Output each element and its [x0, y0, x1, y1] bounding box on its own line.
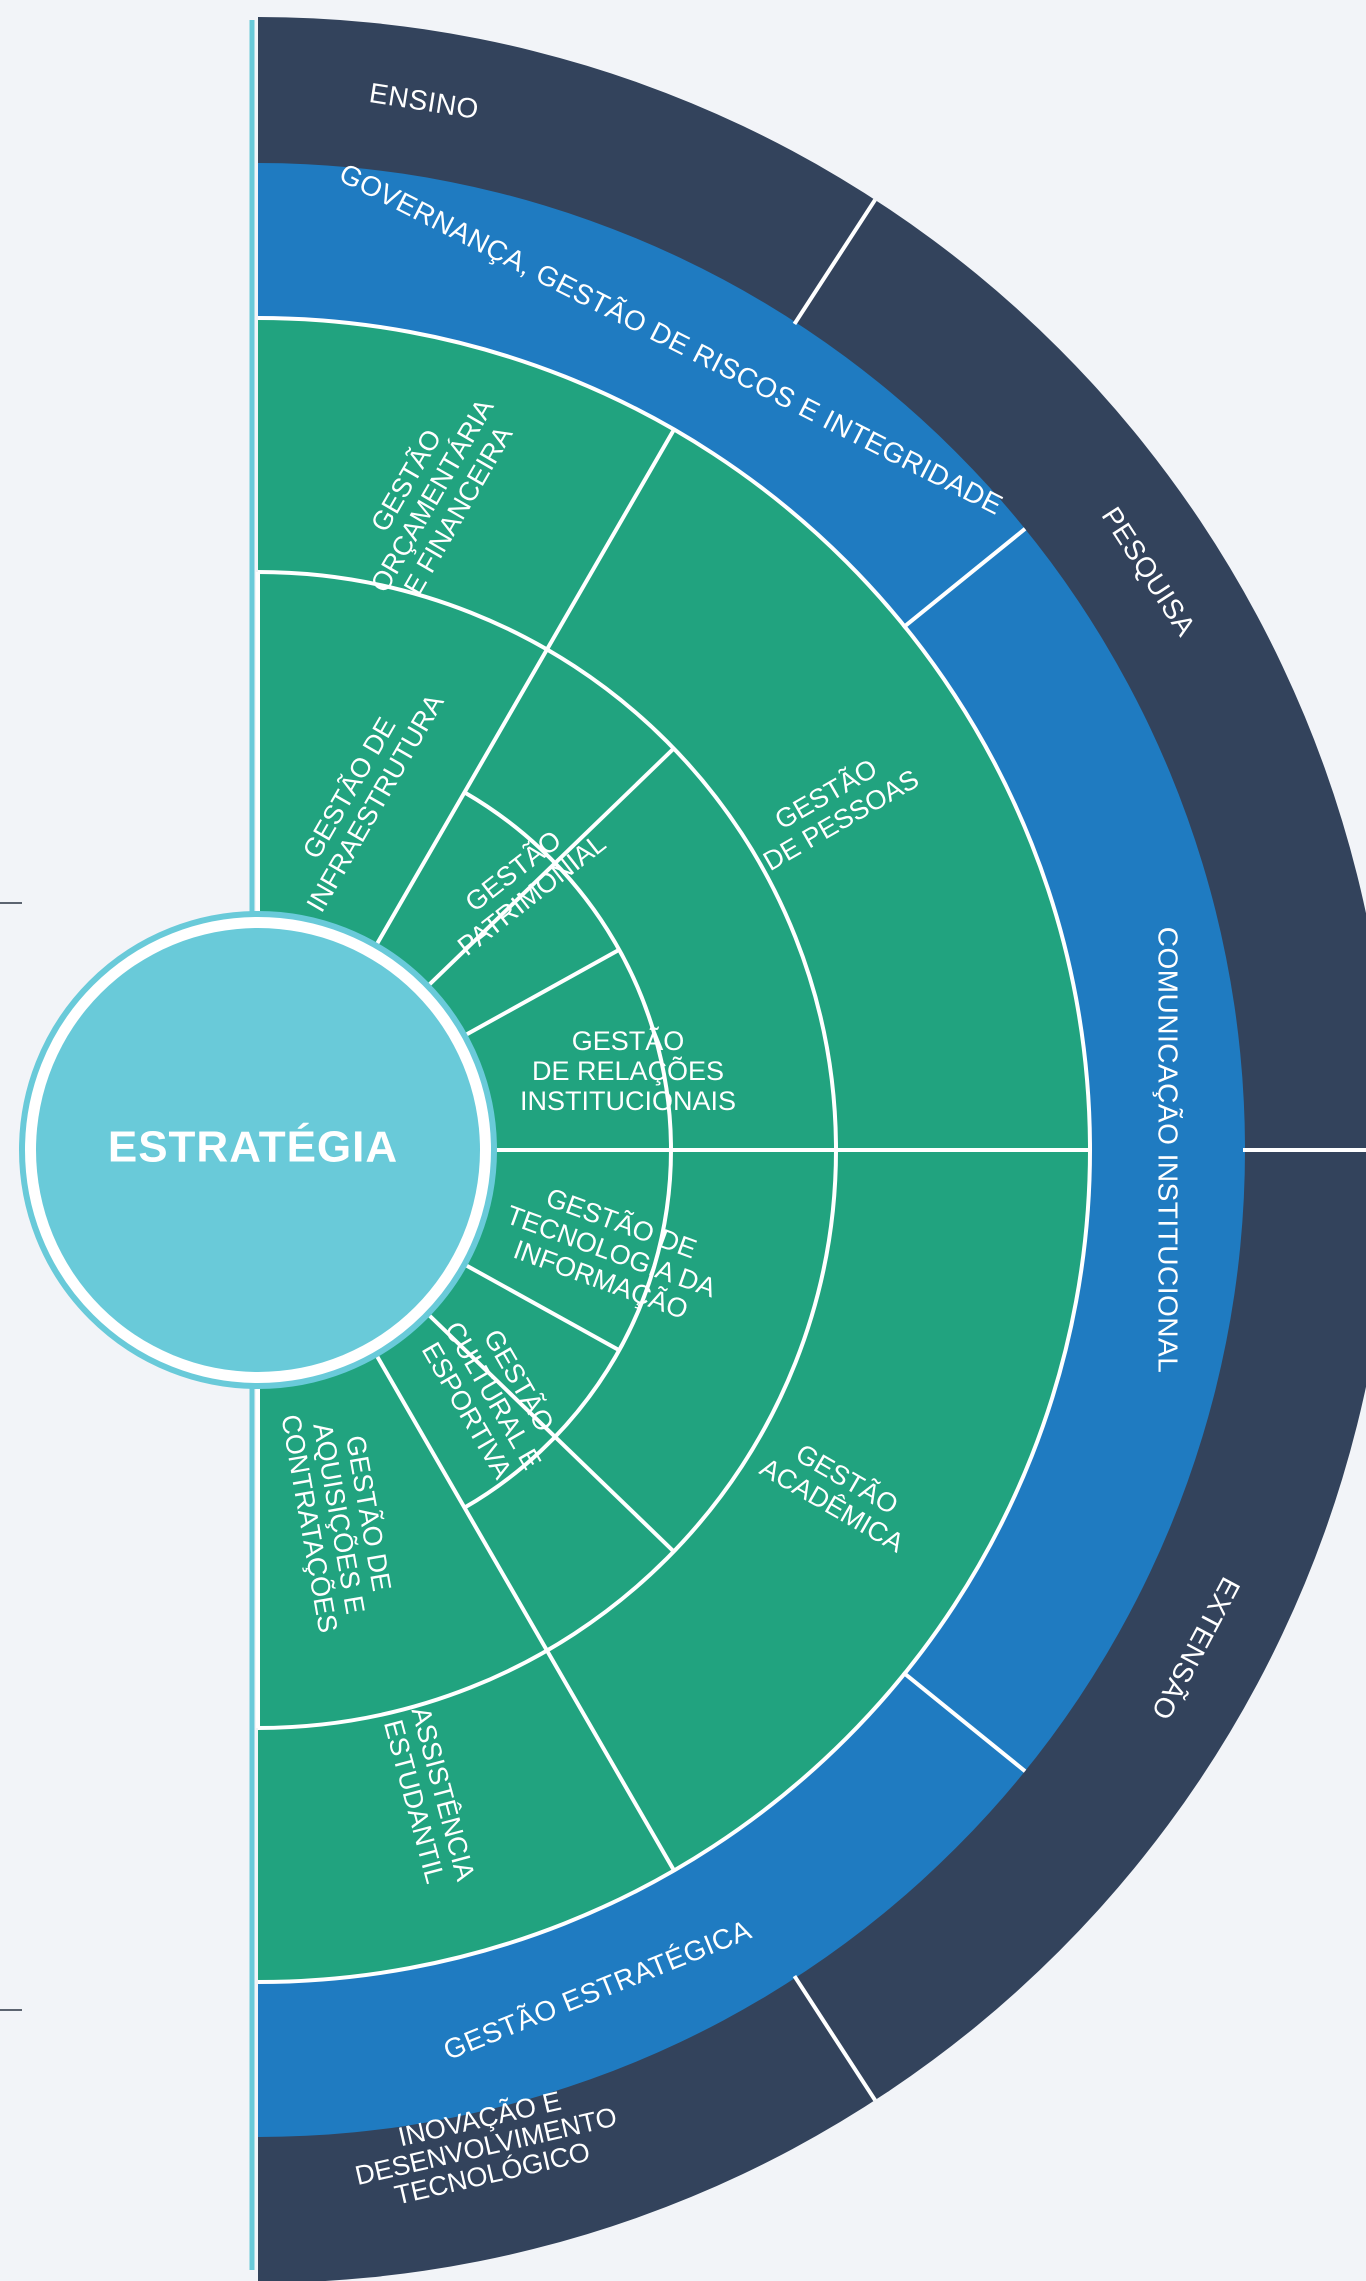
middle-ring	[258, 163, 1245, 2137]
center-label: ESTRATÉGIA	[108, 1122, 398, 1172]
outer-ring-divider	[792, 198, 877, 325]
center-circle	[36, 928, 480, 1372]
inner-sector-divider	[341, 428, 676, 1004]
middle-ring-divider	[901, 1670, 1027, 1773]
outer-ring-divider	[792, 1975, 877, 2102]
middle-ring-divider	[901, 527, 1027, 630]
outer-ring	[258, 17, 1366, 2281]
inner-sector-divider	[341, 1296, 676, 1872]
middle-ring-label-comunicacao: COMUNICAÇÃO INSTITUCIONAL	[1153, 927, 1184, 1374]
